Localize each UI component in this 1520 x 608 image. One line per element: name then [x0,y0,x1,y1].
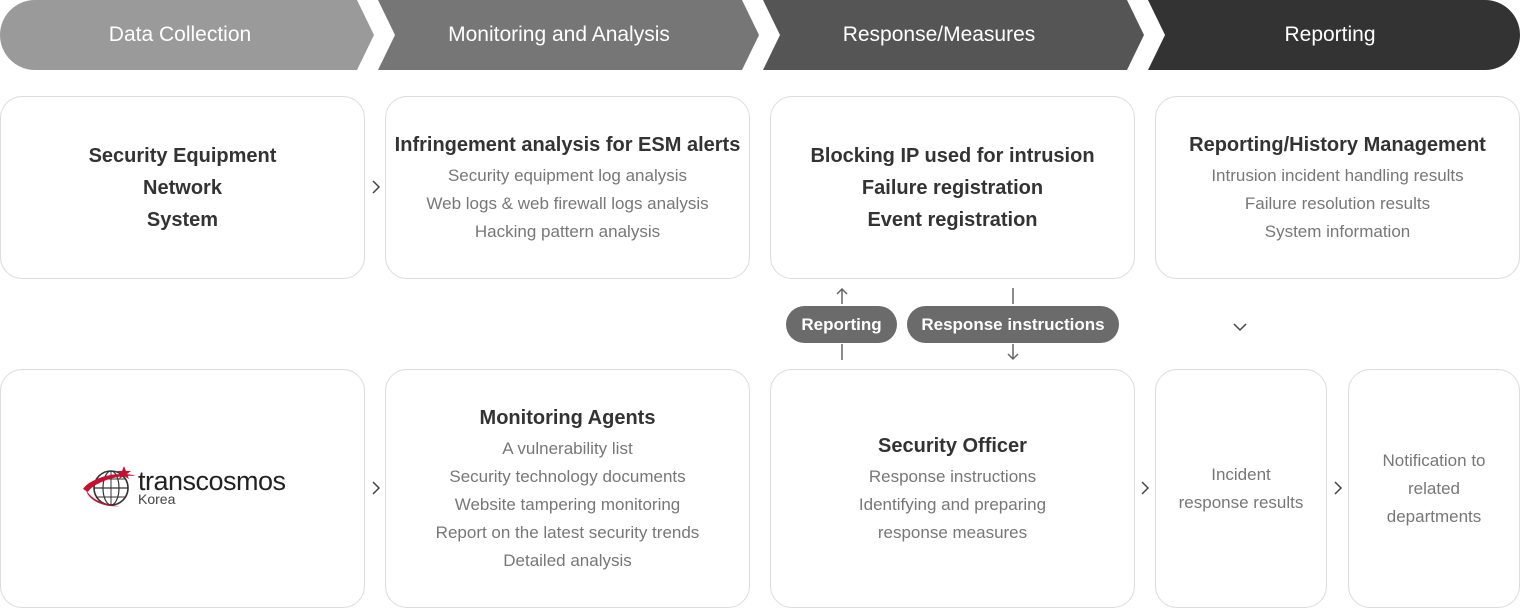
card-line: Security Equipment [88,144,277,167]
stage-arrow-data-collection [0,0,374,70]
card-line: Network [143,176,222,199]
card-item: Failure resolution results [1244,193,1431,213]
card-item: Security equipment log analysis [447,165,688,185]
reporting-connector [836,287,848,360]
card-item: Web logs & web firewall logs analysis [426,193,709,213]
stage-label-reporting: Reporting [1284,23,1376,46]
card-item: Notification to [1382,450,1486,470]
card-title: Security Officer [878,434,1027,457]
stage-arrow-response [763,0,1144,70]
stage-arrows [0,0,1520,70]
card-title: Monitoring Agents [479,406,656,429]
card-security-officer: Security Officer Response instructions I… [770,369,1135,608]
card-reporting-history: Reporting/History Management Intrusion i… [1155,96,1520,279]
logo-subtitle: Korea [138,491,176,507]
globe-icon [83,466,136,507]
stage-label-monitoring: Monitoring and Analysis [448,23,670,46]
logo-wordmark: transcosmos [138,466,286,496]
card-notification: Notification to related departments [1348,369,1520,608]
card-line: Failure registration [861,176,1044,199]
card-item: Intrusion incident handling results [1211,165,1464,185]
stage-label-data-collection: Data Collection [108,23,252,46]
card-line: System [146,208,219,231]
card-item: Report on the latest security trends [435,522,700,542]
card-title: Infringement analysis for ESM alerts [394,133,741,156]
stage-arrow-reporting [1148,0,1520,70]
card-response-measures: Blocking IP used for intrusion Failure r… [770,96,1135,279]
card-logo [0,369,365,608]
card-item: Hacking pattern analysis [474,221,661,241]
card-item: Identifying and preparing [858,494,1047,514]
card-item: Response instructions [868,466,1037,486]
card-item: System information [1264,221,1411,241]
stage-arrow-monitoring [378,0,759,70]
card-item: related [1408,478,1460,498]
arrow-down-icon [1007,344,1019,361]
card-esm-analysis: Infringement analysis for ESM alerts Sec… [385,96,750,279]
stage-bar: Data Collection Monitoring and Analysis … [0,0,1520,70]
reporting-pill: Reporting [786,306,897,343]
chevron-right-icon [372,180,381,194]
transcosmos-logo: transcosmos Korea [80,462,290,514]
chevron-right-icon [372,481,381,495]
card-item: Incident [1211,464,1271,484]
chevron-down-icon [1233,323,1247,332]
arrow-up-icon [836,287,848,304]
card-item: Security technology documents [449,466,686,486]
chevron-right-icon [1141,481,1150,495]
card-item: Website tampering monitoring [454,494,681,514]
card-item: response results [1178,492,1304,512]
card-line: Event registration [867,208,1038,231]
card-item: A vulnerability list [502,438,633,458]
response-instructions-connector [1007,288,1019,361]
card-line: Blocking IP used for intrusion [810,144,1095,167]
card-data-collection: Security Equipment Network System [0,96,365,279]
card-item: departments [1386,506,1482,526]
card-incident-results: Incident response results [1155,369,1327,608]
card-item: Detailed analysis [503,550,632,570]
response-instructions-pill: Response instructions [907,306,1119,343]
card-title: Reporting/History Management [1189,133,1486,156]
chevron-right-icon [1334,481,1343,495]
card-monitoring-agents: Monitoring Agents A vulnerability list S… [385,369,750,608]
card-item: response measures [877,522,1028,542]
stage-label-response: Response/Measures [842,23,1036,46]
